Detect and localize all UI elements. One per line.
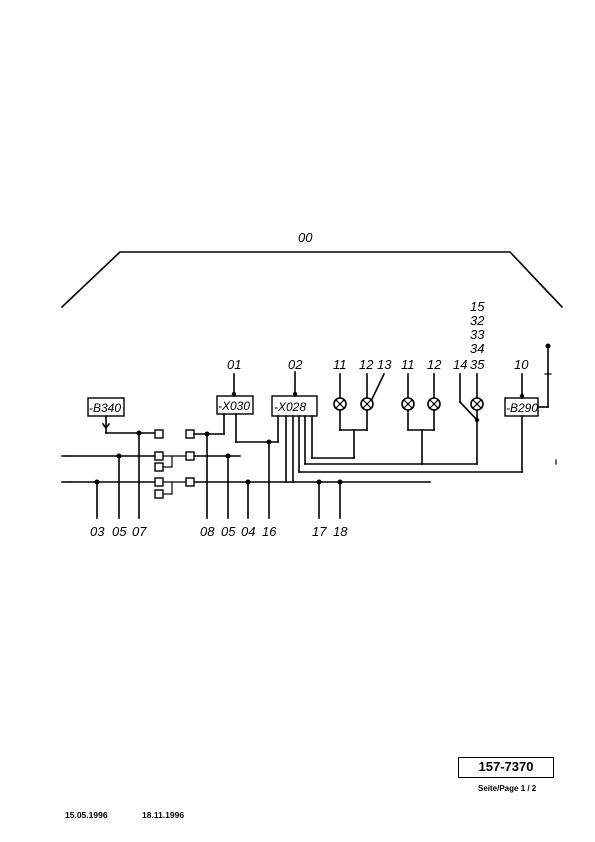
lamp-12b-cross (428, 398, 440, 410)
group-label: 00 (298, 230, 313, 245)
date-modified: 18.11.1996 (142, 810, 185, 820)
lamp-35-cross (471, 398, 483, 410)
ref-label-13: 13 (377, 357, 392, 372)
ref-label-34: 34 (470, 341, 484, 356)
connector-plug (185, 477, 195, 487)
ref-label-08: 08 (200, 524, 215, 539)
component-x028-label: -X028 (274, 400, 306, 414)
connector-plug (154, 429, 164, 439)
component-x030-label: -X030 (218, 399, 250, 413)
ref-label-10: 10 (514, 357, 529, 372)
ref-label-12: 12 (427, 357, 442, 372)
connector-plug (154, 451, 164, 461)
connector-plug (154, 489, 164, 499)
connector-plug (185, 429, 195, 439)
ref-label-16: 16 (262, 524, 277, 539)
page-indicator: Seite/Page 1 / 2 (478, 784, 537, 793)
connector-plug (154, 477, 164, 487)
component-b290-label: -B290 (506, 401, 538, 415)
junction-dot (94, 479, 100, 485)
ref-label-04: 04 (241, 524, 255, 539)
b340-antenna-icon (101, 422, 111, 430)
ref-label-14: 14 (453, 357, 467, 372)
ref-label-32: 32 (470, 313, 485, 328)
ref-label-18: 18 (333, 524, 348, 539)
lamp-12a-cross (361, 398, 373, 410)
group-bracket (60, 251, 564, 309)
junction-dot (292, 391, 298, 397)
connector-plug (185, 451, 195, 461)
lamp-11b-cross (402, 398, 414, 410)
junction-dot (245, 479, 251, 485)
component-b340-label: -B340 (89, 401, 121, 415)
ref-label-05: 05 (221, 524, 236, 539)
ref-label-33: 33 (470, 327, 485, 342)
junction-dot (116, 453, 122, 459)
ref-label-07: 07 (132, 524, 147, 539)
document-number: 157-7370 (458, 757, 554, 778)
junction-dot (545, 343, 551, 349)
junction-dot (231, 391, 237, 397)
junction-dot (316, 479, 322, 485)
ref-label-12: 12 (359, 357, 374, 372)
ref-label-03: 03 (90, 524, 105, 539)
ref-label-11: 11 (333, 357, 347, 372)
connector-plug (154, 462, 164, 472)
junction-dot (337, 479, 343, 485)
junction-dot (519, 393, 525, 399)
ref-label-11: 11 (401, 357, 415, 372)
junction-dot (225, 453, 231, 459)
lamp-11a-cross (334, 398, 346, 410)
ref-label-05: 05 (112, 524, 127, 539)
component-x030-box (216, 395, 254, 415)
lamp-13-ref-lead (370, 372, 386, 401)
ref-label-01: 01 (227, 357, 241, 372)
switch-14-icon (458, 400, 479, 422)
ref-label-17: 17 (312, 524, 327, 539)
ref-label-02: 02 (288, 357, 303, 372)
ref-label-35: 35 (470, 357, 485, 372)
junction-dot (136, 430, 142, 436)
ref-label-15: 15 (470, 299, 485, 314)
date-created: 15.05.1996 (65, 810, 108, 820)
